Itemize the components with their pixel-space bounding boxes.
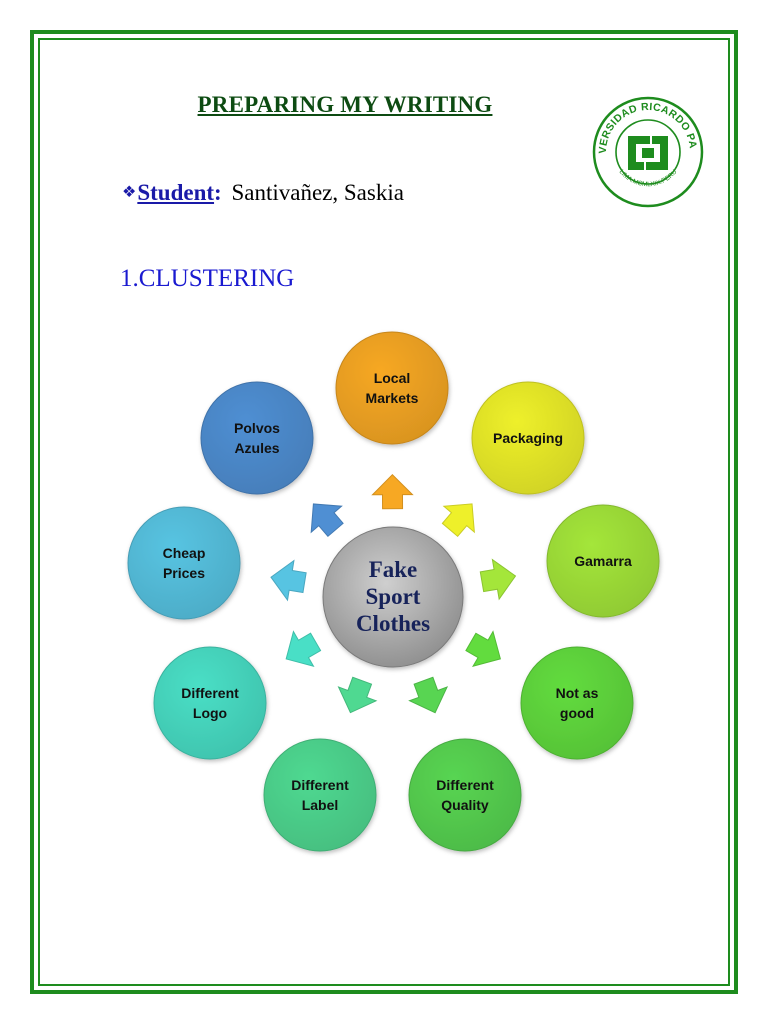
arrow-4-icon (465, 630, 501, 668)
center-label-line-2: Sport (366, 584, 421, 609)
cluster-node-circle (408, 738, 522, 852)
arrow-5-icon (408, 676, 449, 714)
university-seal-logo: UNIVERSIDAD RICARDO PALMA LIMA.MCMLXIX.P… (592, 96, 704, 208)
center-node: Fake Sport Clothes (322, 526, 464, 668)
center-label-line-3: Clothes (356, 611, 430, 636)
cluster-node-circle (520, 646, 634, 760)
cluster-node-label: Quality (441, 797, 489, 813)
page-border-outer (30, 30, 738, 994)
cluster-node-circle (335, 331, 449, 445)
arrows-layer (270, 473, 517, 714)
section-heading: 1.CLUSTERING (120, 265, 295, 292)
cluster-node-label: Cheap (163, 545, 206, 561)
student-name: Santivañez, Saskia (231, 180, 404, 205)
cluster-node-circle (546, 504, 660, 618)
cluster-node-circle (263, 738, 377, 852)
student-colon: : (214, 180, 222, 205)
cluster-node-circle (200, 381, 314, 495)
arrow-8-icon (270, 559, 307, 602)
cluster-node-label: Azules (234, 440, 279, 456)
cluster-node-label: Not as (556, 685, 599, 701)
diamond-bullet-icon: ❖ (122, 184, 137, 201)
cluster-node-label: Different (181, 685, 239, 701)
arrow-3-icon (479, 558, 517, 601)
arrow-2-icon (441, 503, 475, 538)
cluster-node-label: Packaging (493, 430, 563, 446)
document-title: PREPARING MY WRITING (197, 92, 493, 117)
cluster-node-3: Gamarra (546, 504, 660, 618)
cluster-node-label: Different (291, 777, 349, 793)
student-line: ❖Student: Santivañez, Saskia (122, 180, 404, 206)
cluster-node-label: Markets (366, 390, 419, 406)
center-label-line-1: Fake (369, 557, 418, 582)
cluster-node-label: Prices (163, 565, 205, 581)
cluster-node-circle (471, 381, 585, 495)
cluster-node-label: Local (374, 370, 411, 386)
cluster-node-2: Packaging (471, 381, 585, 495)
cluster-node-label: Gamarra (574, 553, 632, 569)
arrow-7-icon (285, 630, 322, 667)
cluster-node-label: good (560, 705, 594, 721)
cluster-node-4: Not as good (520, 646, 634, 760)
arrow-9-icon (310, 503, 344, 538)
arrow-1-icon (371, 473, 414, 510)
page-border-inner (38, 38, 730, 986)
cluster-node-circle (153, 646, 267, 760)
cluster-node-label: Logo (193, 705, 227, 721)
cluster-node-label: Different (436, 777, 494, 793)
cluster-node-label: Label (302, 797, 339, 813)
cluster-node-circle (127, 506, 241, 620)
student-label: Student (137, 180, 215, 205)
arrow-6-icon (337, 676, 378, 714)
center-circle (322, 526, 464, 668)
cluster-node-label: Polvos (234, 420, 280, 436)
